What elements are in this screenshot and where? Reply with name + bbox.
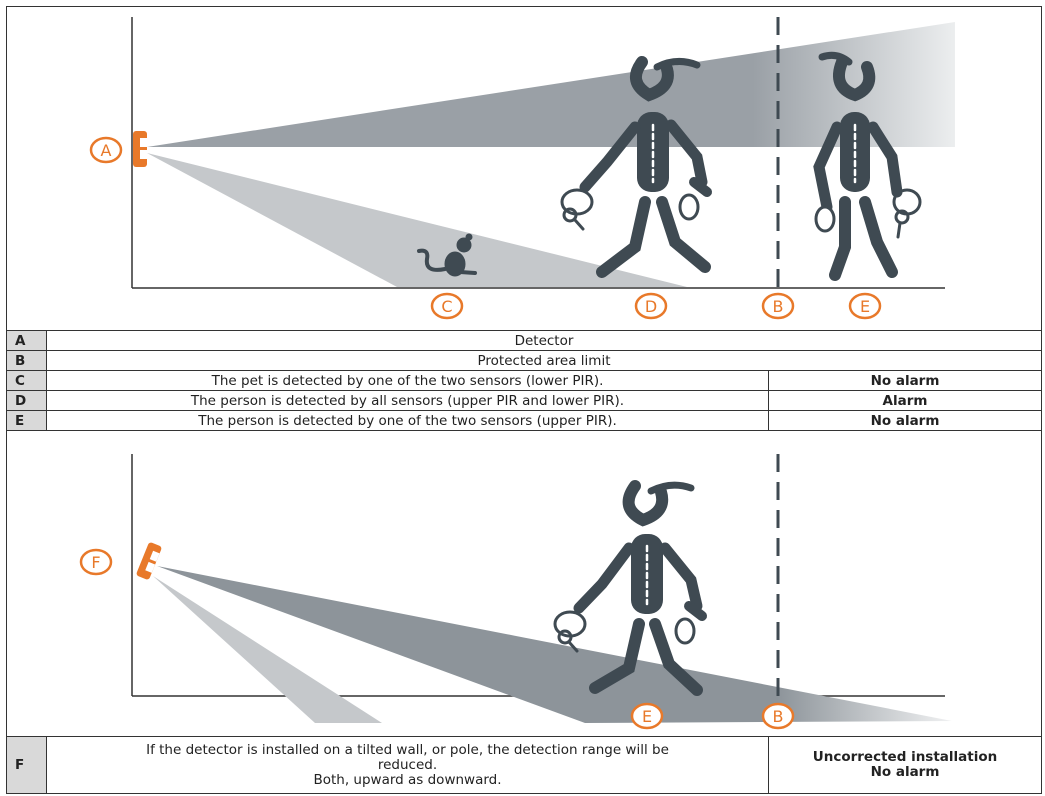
legend-result: No alarm [768, 410, 1042, 431]
legend-text: Detector [46, 330, 1042, 351]
detector-icon [136, 542, 162, 580]
person-e-icon [813, 51, 922, 281]
label-c: C [430, 292, 464, 320]
label-e: E [848, 292, 882, 320]
legend-result: No alarm [768, 370, 1042, 391]
upper-pir-beam [147, 22, 955, 147]
legend-key: C [6, 370, 47, 391]
lower-pir-beam [153, 576, 382, 723]
legend-key: B [6, 350, 47, 371]
label-f: F [79, 548, 113, 576]
legend-result: Uncorrected installation No alarm [768, 736, 1042, 794]
legend-table-top: A Detector B Protected area limit C The … [6, 330, 1042, 431]
lower-pir-beam [147, 153, 687, 287]
svg-text:B: B [773, 297, 784, 316]
legend-row-a: A Detector [6, 330, 1042, 351]
legend-text-line: reduced. [377, 756, 438, 773]
legend-key: D [6, 390, 47, 411]
diagram-tilted-installation: F E B [7, 446, 1041, 737]
legend-row-e: E The person is detected by one of the t… [6, 410, 1042, 431]
svg-text:C: C [441, 297, 452, 316]
diagram-correct-installation: A C D B E [7, 7, 1041, 329]
legend-key: F [6, 736, 47, 794]
legend-row-b: B Protected area limit [6, 350, 1042, 371]
legend-key: A [6, 330, 47, 351]
legend-text: Protected area limit [46, 350, 1042, 371]
legend-table-bottom: F If the detector is installed on a tilt… [6, 736, 1042, 794]
person-e-icon [553, 480, 707, 696]
svg-text:E: E [642, 707, 652, 726]
svg-text:D: D [645, 297, 657, 316]
legend-row-f: F If the detector is installed on a tilt… [6, 736, 1042, 794]
legend-row-c: C The pet is detected by one of the two … [6, 370, 1042, 391]
legend-text: The person is detected by one of the two… [46, 410, 769, 431]
legend-key: E [6, 410, 47, 431]
label-b: B [761, 702, 795, 730]
svg-text:B: B [773, 707, 784, 726]
svg-text:A: A [101, 141, 112, 160]
legend-text-line: If the detector is installed on a tilted… [146, 741, 669, 758]
legend-result-line: No alarm [870, 764, 940, 780]
label-b: B [761, 292, 795, 320]
legend-result-line: Uncorrected installation [812, 749, 998, 765]
legend-text: The person is detected by all sensors (u… [46, 390, 769, 411]
detector-icon [133, 131, 147, 167]
label-d: D [634, 292, 668, 320]
label-a: A [89, 136, 123, 164]
legend-text-line: Both, upward as downward. [313, 771, 502, 788]
legend-text: The pet is detected by one of the two se… [46, 370, 769, 391]
svg-text:F: F [91, 553, 100, 572]
svg-text:E: E [860, 297, 870, 316]
label-e: E [630, 702, 664, 730]
legend-result: Alarm [768, 390, 1042, 411]
person-d-icon [560, 56, 712, 278]
legend-row-d: D The person is detected by all sensors … [6, 390, 1042, 411]
pet-icon [417, 233, 477, 277]
upper-pir-beam [157, 566, 952, 723]
legend-text: If the detector is installed on a tilted… [46, 736, 769, 794]
